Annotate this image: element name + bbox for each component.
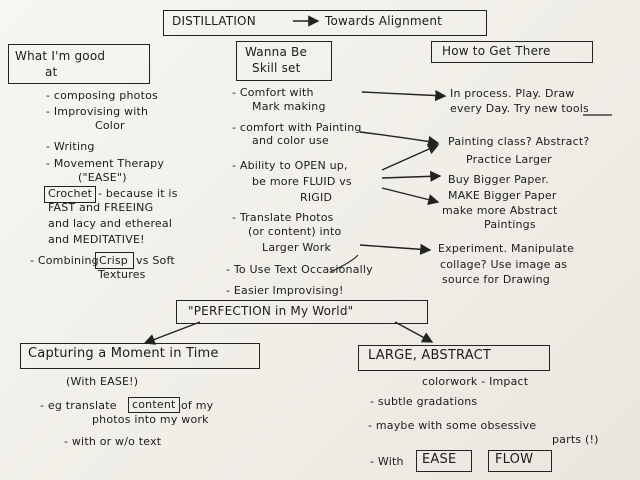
left-goal-heading: Capturing a Moment in Time xyxy=(28,346,219,361)
good-item: and lacy and ethereal xyxy=(48,217,173,230)
howto-item: Paintings xyxy=(484,218,536,231)
wannabe-item: and color use xyxy=(252,134,329,147)
good-item: FAST and FREEING xyxy=(48,201,154,214)
title-text: DISTILLATION xyxy=(172,14,256,28)
ease-box xyxy=(416,450,472,472)
wannabe-item: - To Use Text Occasionally xyxy=(226,263,373,276)
left-goal-line3: - with or w/o text xyxy=(64,435,162,448)
arrow-painting xyxy=(359,131,440,148)
right-goal-line3: parts (!) xyxy=(552,433,599,446)
content-box xyxy=(128,397,180,413)
heading-wannabe-line1: Wanna Be xyxy=(245,45,308,59)
right-goal-box xyxy=(358,345,550,371)
howto-item: Painting class? Abstract? xyxy=(448,135,590,148)
left-goal-box xyxy=(20,343,260,369)
right-goal-line1: - subtle gradations xyxy=(370,395,478,408)
wannabe-item: Mark making xyxy=(252,100,326,113)
right-goal-line2: - maybe with some obsessive xyxy=(368,419,537,432)
flow-text: FLOW xyxy=(495,452,534,467)
good-item: - composing photos xyxy=(46,89,158,102)
good-item: Crisp xyxy=(99,254,128,267)
crochet-box xyxy=(44,186,96,203)
right-goal-line4: - With xyxy=(370,455,404,468)
howto-item: make more Abstract xyxy=(442,204,558,217)
arrow-fluid-1 xyxy=(381,143,440,171)
howto-item: Experiment. Manipulate xyxy=(438,242,575,255)
ease-text: EASE xyxy=(422,452,457,467)
howto-item: In process. Play. Draw xyxy=(450,87,575,100)
perfection-box xyxy=(176,300,428,324)
left-goal-line1b: content xyxy=(132,398,176,411)
crisp-box xyxy=(95,252,134,269)
left-goal-sub: (With EASE!) xyxy=(66,375,139,388)
perfection-text: "PERFECTION in My World" xyxy=(188,304,354,318)
good-item: and MEDITATIVE! xyxy=(48,233,145,246)
right-goal-sub: colorwork - Impact xyxy=(422,375,529,388)
occasionally-underline xyxy=(329,254,359,273)
arrow-fluid-3 xyxy=(381,187,440,206)
howto-item: Practice Larger xyxy=(466,153,552,166)
heading-good-line2: at xyxy=(45,65,58,79)
heading-wannabe-line2: Skill set xyxy=(252,61,301,75)
good-item: Crochet xyxy=(48,187,93,200)
arrow-perfection-left xyxy=(143,321,201,345)
heading-good-box xyxy=(8,44,150,84)
wannabe-item: - Easier Improvising! xyxy=(226,284,344,297)
howto-item: MAKE Bigger Paper xyxy=(448,189,557,202)
howto-item: collage? Use image as xyxy=(440,258,568,271)
left-goal-line2: photos into my work xyxy=(92,413,209,426)
flow-box xyxy=(488,450,552,472)
wannabe-item: - Comfort with xyxy=(232,86,314,99)
heading-wannabe-box xyxy=(236,41,332,81)
good-item: - because it is xyxy=(98,187,178,200)
heading-howto-box xyxy=(431,41,593,63)
wannabe-item: - comfort with Painting xyxy=(232,121,362,134)
good-item: ("EASE") xyxy=(78,171,127,184)
good-item: Textures xyxy=(98,268,146,281)
wannabe-item: be more FLUID vs xyxy=(252,175,352,188)
howto-item: source for Drawing xyxy=(442,273,550,286)
heading-howto: How to Get There xyxy=(442,44,551,58)
arrow-translate xyxy=(359,243,432,255)
title-box xyxy=(163,10,487,36)
good-item: - Combining xyxy=(30,254,99,267)
arrow-fluid-2 xyxy=(381,170,442,182)
wannabe-item: - Translate Photos xyxy=(232,211,334,224)
arrow-mark-making xyxy=(361,89,447,102)
right-goal-heading: LARGE, ABSTRACT xyxy=(368,348,491,363)
title-suffix: Towards Alignment xyxy=(325,14,443,28)
good-item: Color xyxy=(95,119,125,132)
good-item: - Writing xyxy=(46,140,95,153)
arrow-perfection-right xyxy=(394,321,434,343)
howto-item: Buy Bigger Paper. xyxy=(448,173,549,186)
good-item: - Improvising with xyxy=(46,105,149,118)
left-goal-line1a: - eg translate xyxy=(40,399,117,412)
wannabe-item: Larger Work xyxy=(262,241,332,254)
left-goal-line1c: of my xyxy=(181,399,214,412)
wannabe-item: - Ability to OPEN up, xyxy=(232,159,348,172)
wannabe-item: RIGID xyxy=(300,191,333,204)
wannabe-item: (or content) into xyxy=(248,225,342,238)
heading-good-line1: What I'm good xyxy=(15,49,106,63)
howto-item: every Day. Try new tools xyxy=(450,102,589,115)
good-item: vs Soft xyxy=(136,254,175,267)
good-item: - Movement Therapy xyxy=(46,157,165,170)
